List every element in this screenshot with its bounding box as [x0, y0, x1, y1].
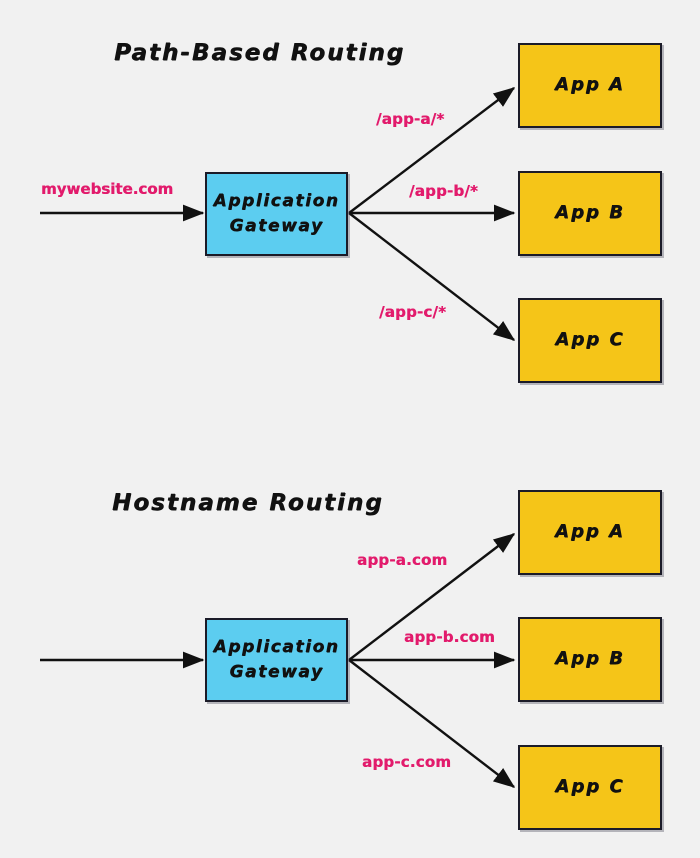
gateway-label-line1-host: Application: [213, 637, 340, 658]
node-app-c-host[interactable]: App C: [518, 745, 662, 830]
node-app-a-host[interactable]: App A: [518, 490, 662, 575]
app-c-label: App C: [555, 329, 625, 351]
edge-label-app-b-host: app-b.com: [404, 628, 495, 646]
app-c-label-host: App C: [555, 776, 625, 798]
app-b-label: App B: [555, 202, 625, 224]
node-app-c-path[interactable]: App C: [518, 298, 662, 383]
edge-label-app-a-path: /app-a/*: [376, 110, 445, 128]
edge-label-app-a-host: app-a.com: [357, 551, 448, 569]
section-title-path-based: Path-Based Routing: [114, 40, 406, 66]
source-label-path-based: mywebsite.com: [41, 180, 174, 198]
app-a-label-host: App A: [555, 521, 625, 543]
arrow-gateway-to-app-c-host: [348, 659, 516, 788]
edge-label-app-c-host: app-c.com: [362, 753, 452, 771]
gateway-label-line1: Application: [213, 191, 340, 212]
arrow-gateway-to-app-a-path: [348, 87, 516, 214]
edge-label-app-c-path: /app-c/*: [379, 303, 447, 321]
gateway-label-line2-host: Gateway: [229, 662, 324, 682]
app-b-label-host: App B: [555, 648, 625, 670]
node-app-b-path[interactable]: App B: [518, 171, 662, 256]
node-app-a-path[interactable]: App A: [518, 43, 662, 128]
section-title-hostname: Hostname Routing: [112, 490, 384, 516]
node-application-gateway-host[interactable]: Application Gateway: [205, 618, 348, 702]
edge-label-app-b-path: /app-b/*: [409, 182, 478, 200]
arrow-gateway-to-app-c-path: [348, 212, 516, 341]
app-a-label: App A: [555, 74, 625, 96]
gateway-label-line2: Gateway: [229, 216, 324, 236]
arrow-gateway-to-app-a-host: [348, 533, 516, 661]
node-app-b-host[interactable]: App B: [518, 617, 662, 702]
node-application-gateway-path[interactable]: Application Gateway: [205, 172, 348, 256]
